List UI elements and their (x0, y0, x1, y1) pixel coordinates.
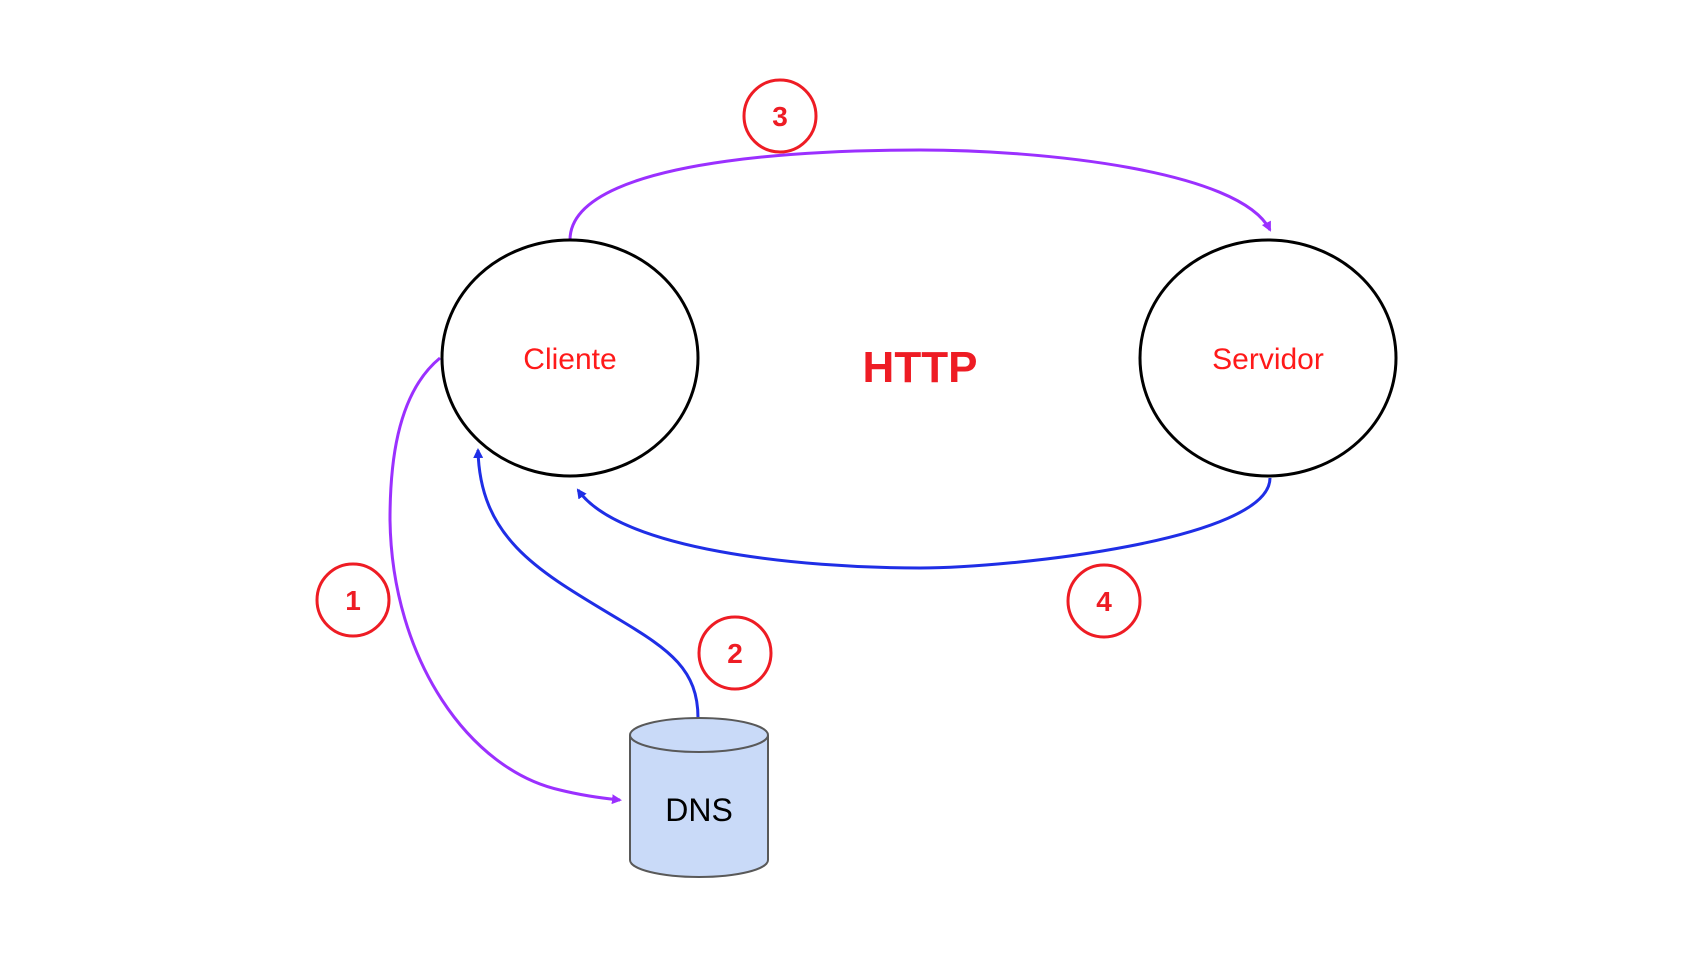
server-node (1138, 238, 1398, 478)
arrow-dns-to-client (473, 448, 700, 719)
step-badge-1: 1 (315, 562, 391, 638)
step-number-3: 3 (772, 101, 788, 132)
dns-label: DNS (665, 792, 733, 828)
server-label: Servidor (1212, 343, 1324, 376)
client-label: Cliente (523, 343, 616, 376)
arrow-server-to-client (576, 477, 1272, 570)
arrow-client-to-server (568, 148, 1272, 241)
diagram-title: HTTP (863, 343, 978, 392)
client-node (440, 238, 700, 478)
step-number-4: 4 (1096, 586, 1112, 617)
step-number-1: 1 (345, 585, 361, 616)
step-badge-4: 4 (1066, 563, 1142, 639)
arrow-client-to-dns (388, 356, 622, 805)
step-number-2: 2 (727, 638, 743, 669)
step-badge-2: 2 (697, 615, 773, 691)
step-badge-3: 3 (742, 78, 818, 154)
dns-database (629, 717, 769, 878)
